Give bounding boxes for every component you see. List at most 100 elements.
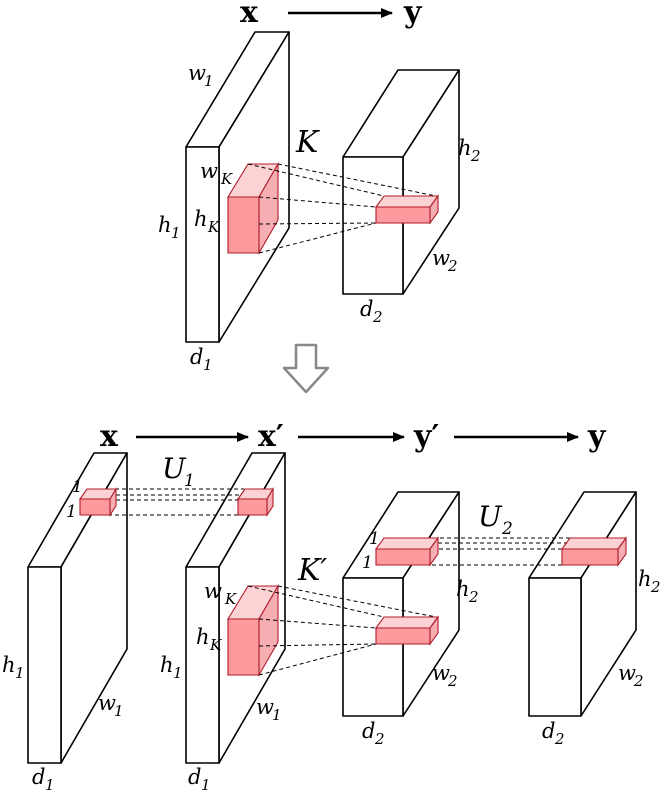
u1-label: U 1 bbox=[162, 452, 195, 491]
svg-text:1: 1 bbox=[184, 471, 195, 491]
svg-text:w: w bbox=[256, 695, 274, 719]
svg-text:2: 2 bbox=[650, 578, 661, 596]
u1-unit-label-height: 1 bbox=[66, 502, 77, 522]
svg-text:h: h bbox=[2, 653, 16, 677]
svg-text:2: 2 bbox=[501, 519, 513, 539]
svg-text:2: 2 bbox=[468, 588, 479, 606]
bottom-xprime-height-label: h 1 bbox=[160, 653, 183, 682]
top-output-label: y bbox=[403, 0, 423, 30]
u1-output-cell bbox=[236, 487, 274, 517]
hollow-down-arrow-icon bbox=[282, 343, 330, 394]
u2-label: U 2 bbox=[478, 500, 513, 539]
svg-text:2: 2 bbox=[470, 147, 481, 165]
svg-text:1: 1 bbox=[114, 702, 124, 720]
bottom-input-height-label: h 1 bbox=[2, 653, 25, 682]
svg-text:2: 2 bbox=[633, 672, 644, 690]
svg-text:d: d bbox=[32, 765, 45, 789]
svg-text:2: 2 bbox=[447, 257, 458, 275]
svg-text:h: h bbox=[160, 653, 174, 677]
u2-unit-label-depth: 1 bbox=[369, 529, 380, 549]
svg-text:d: d bbox=[188, 765, 201, 789]
bottom-stage-label-xprime: x′ bbox=[258, 419, 284, 454]
svg-text:U: U bbox=[478, 500, 503, 533]
top-output-height-label: h 2 bbox=[458, 136, 481, 165]
top-input-width-label: w 1 bbox=[188, 61, 214, 90]
top-projection-lines bbox=[247, 163, 437, 254]
svg-text:d: d bbox=[190, 345, 203, 369]
svg-text:w: w bbox=[618, 661, 636, 685]
svg-text:h: h bbox=[196, 625, 210, 649]
svg-text:K: K bbox=[209, 636, 222, 654]
svg-text:d: d bbox=[362, 719, 375, 743]
kprime-width-label: w K bbox=[204, 579, 237, 608]
svg-text:h: h bbox=[638, 567, 652, 591]
bottom-yprime-depth-label: d 2 bbox=[362, 719, 385, 748]
bottom-input-slab bbox=[27, 452, 128, 764]
svg-text:2: 2 bbox=[374, 730, 385, 748]
svg-text:h: h bbox=[158, 213, 172, 237]
bottom-yprime-slab bbox=[342, 491, 460, 717]
svg-text:2: 2 bbox=[372, 308, 383, 326]
svg-text:K: K bbox=[224, 590, 237, 608]
svg-text:h: h bbox=[194, 207, 208, 231]
svg-text:K: K bbox=[220, 170, 233, 188]
svg-text:w: w bbox=[188, 61, 206, 85]
svg-text:w: w bbox=[432, 246, 450, 270]
svg-text:h: h bbox=[456, 577, 470, 601]
svg-text:2: 2 bbox=[554, 730, 565, 748]
bottom-yprime-width-label: w 2 bbox=[432, 661, 458, 690]
kprime-kernel-block bbox=[227, 583, 279, 678]
top-section: x y bbox=[158, 0, 481, 374]
svg-text:1: 1 bbox=[171, 224, 181, 242]
top-input-height-label: h 1 bbox=[158, 213, 181, 242]
bottom-xprime-depth-label: d 1 bbox=[188, 765, 211, 792]
u1-unit-label-depth: 1 bbox=[72, 477, 83, 497]
top-output-cell bbox=[374, 194, 440, 225]
svg-text:w: w bbox=[200, 159, 218, 183]
bottom-output-height-label: h 2 bbox=[638, 567, 661, 596]
u2-unit-label-height: 1 bbox=[362, 553, 373, 573]
svg-text:w: w bbox=[204, 579, 222, 603]
kprime-projection-lines bbox=[247, 585, 437, 676]
bottom-input-width-label: w 1 bbox=[98, 691, 124, 720]
svg-text:w: w bbox=[432, 661, 450, 685]
top-kernel-width-label: w K bbox=[200, 159, 233, 188]
svg-text:d: d bbox=[360, 297, 373, 321]
top-kernel-height-label: h K bbox=[194, 207, 220, 236]
bottom-output-depth-label: d 2 bbox=[542, 719, 565, 748]
svg-text:U: U bbox=[162, 452, 187, 485]
top-input-label: x bbox=[240, 0, 259, 30]
kprime-height-label: h K bbox=[196, 625, 222, 654]
top-output-depth-label: d 2 bbox=[360, 297, 383, 326]
bottom-input-depth-label: d 1 bbox=[32, 765, 55, 792]
kprime-label: K′ bbox=[297, 553, 327, 588]
svg-text:1: 1 bbox=[203, 356, 213, 374]
kprime-output-cell bbox=[374, 615, 440, 646]
svg-text:1: 1 bbox=[272, 706, 282, 724]
svg-text:d: d bbox=[542, 719, 555, 743]
svg-text:1: 1 bbox=[45, 776, 55, 792]
top-output-width-label: w 2 bbox=[432, 246, 458, 275]
svg-text:2: 2 bbox=[447, 672, 458, 690]
bottom-section: x x′ y′ y bbox=[2, 419, 661, 792]
bottom-stage-label-x: x bbox=[100, 419, 119, 454]
bottom-yprime-height-label: h 2 bbox=[456, 577, 479, 606]
u1-input-cell bbox=[78, 487, 117, 517]
top-kernel-label: K bbox=[295, 125, 320, 160]
bottom-stage-label-yprime: y′ bbox=[413, 419, 439, 454]
svg-text:1: 1 bbox=[173, 664, 183, 682]
u2-input-cell bbox=[374, 536, 440, 567]
svg-text:1: 1 bbox=[201, 776, 211, 792]
svg-text:h: h bbox=[458, 136, 472, 160]
u2-output-cell bbox=[560, 536, 628, 567]
bottom-xprime-width-label: w 1 bbox=[256, 695, 282, 724]
bottom-stage-label-y: y bbox=[587, 419, 607, 454]
svg-text:1: 1 bbox=[204, 72, 214, 90]
svg-text:1: 1 bbox=[15, 664, 25, 682]
bottom-output-width-label: w 2 bbox=[618, 661, 644, 690]
top-output-slab bbox=[342, 69, 460, 295]
top-input-depth-label: d 1 bbox=[190, 345, 213, 374]
svg-text:K: K bbox=[207, 218, 220, 236]
